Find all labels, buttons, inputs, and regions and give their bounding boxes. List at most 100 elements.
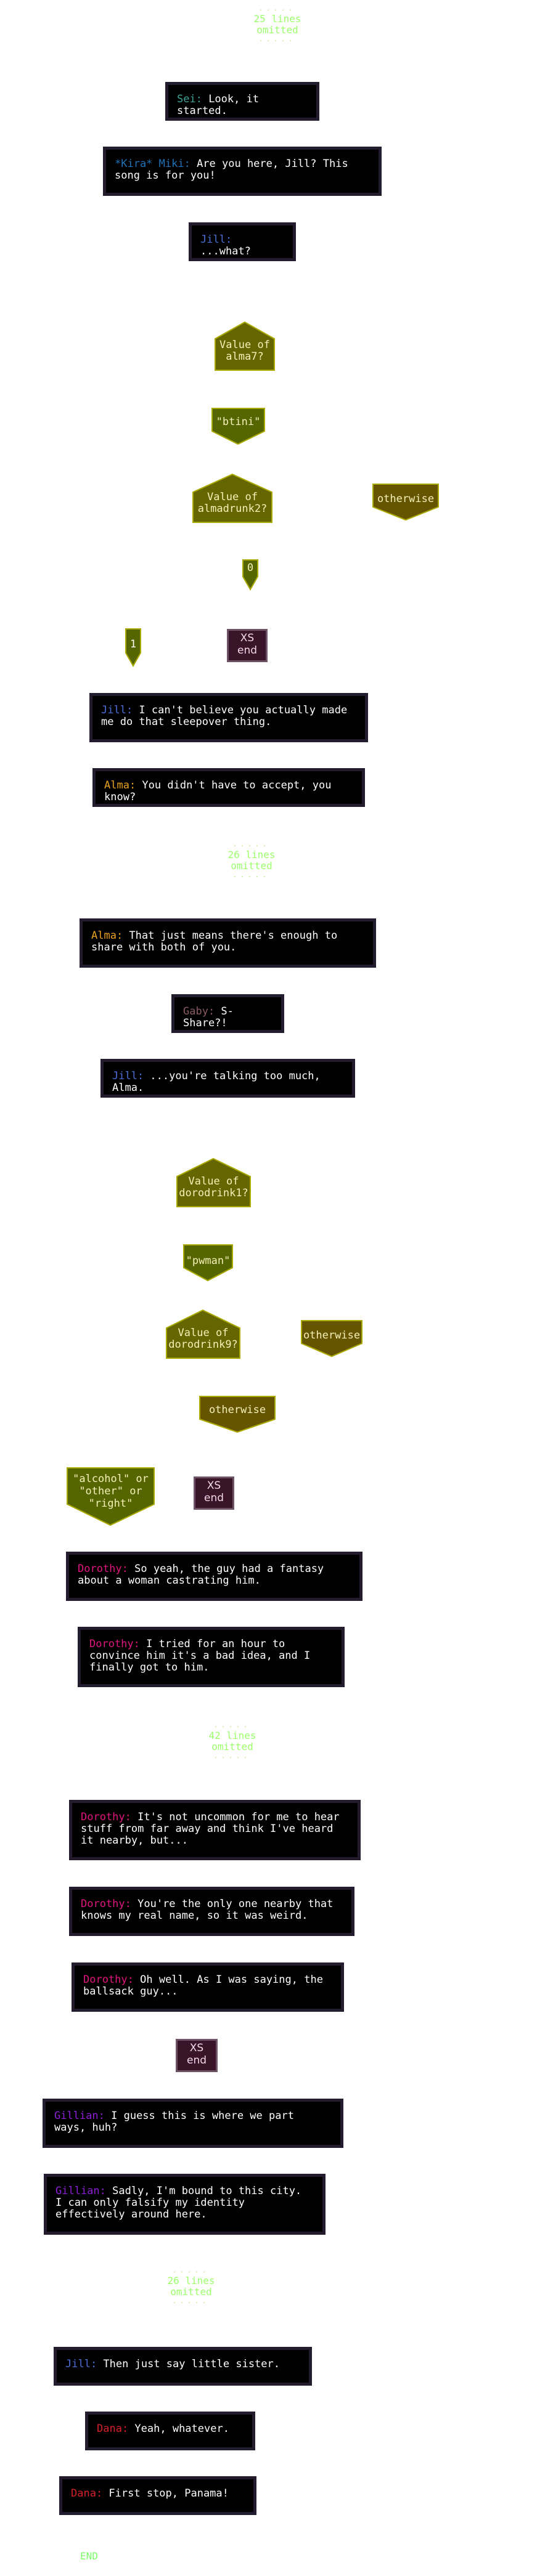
end-label-2: end — [203, 1492, 224, 1504]
dialogue-node[interactable]: Dorothy: It's not uncommon for me to hea… — [69, 1800, 361, 1860]
speaker-name: Jill: — [101, 704, 139, 716]
condition-label-1: Value of — [207, 491, 258, 503]
end-node[interactable]: XS end — [227, 629, 268, 662]
dialogue-node[interactable]: Alma: That just means there's enough to … — [80, 918, 376, 968]
case-label: 0 — [247, 562, 254, 574]
dialogue-node[interactable]: Jill: ...what? — [189, 222, 296, 261]
dots: ..... — [172, 2267, 210, 2274]
condition-shape — [176, 1157, 251, 1207]
speaker-name: Dorothy: — [81, 1898, 138, 1910]
case-label: "alcohol" or — [73, 1473, 149, 1485]
dialogue-node[interactable]: Gaby: S-Share?! — [171, 994, 284, 1033]
case-node[interactable]: 1 — [125, 628, 141, 668]
case-label: "other" or — [79, 1485, 142, 1497]
omitted-label: omitted — [256, 24, 298, 36]
case-shape — [301, 1320, 363, 1358]
dialogue-text: That just means there's enough to share … — [91, 930, 338, 954]
condition-label-2: alma7? — [226, 350, 264, 363]
omitted-lines-marker: ..... 25 lines omitted ..... — [240, 5, 314, 44]
case-node[interactable]: "alcohol" or "other" or "right" — [67, 1467, 155, 1526]
end-label-2: end — [237, 644, 258, 657]
dialogue-text: I guess this is where we part ways, huh? — [54, 2110, 294, 2134]
dialogue-node[interactable]: Dana: First stop, Panama! — [59, 2476, 256, 2515]
dialogue-text: You're the only one nearby that knows my… — [81, 1898, 334, 1922]
case-label: "right" — [88, 1497, 133, 1510]
dialogue-text: Look, it started. — [177, 93, 260, 117]
end-node[interactable]: XS end — [194, 1476, 234, 1510]
dialogue-node[interactable]: Dorothy: So yeah, the guy had a fantasy … — [66, 1552, 363, 1601]
case-shape — [211, 408, 265, 445]
omitted-count: 25 lines — [253, 13, 301, 25]
condition-label-2: dorodrink1? — [179, 1187, 248, 1199]
condition-label-1: Value of — [178, 1327, 229, 1339]
case-label: "pwman" — [186, 1255, 231, 1267]
dialogue-node[interactable]: *Kira* Miki: Are you here, Jill? This so… — [103, 147, 382, 196]
omitted-label: omitted — [170, 2286, 212, 2298]
omitted-count: 42 lines — [208, 1730, 256, 1741]
omitted-label: omitted — [231, 860, 272, 872]
speaker-name: Jill: — [200, 233, 232, 246]
speaker-name: Alma: — [104, 779, 142, 792]
dialogue-node[interactable]: Alma: You didn't have to accept, you kno… — [92, 768, 365, 807]
case-node[interactable]: 0 — [242, 559, 258, 591]
condition-node[interactable]: Value of almadrunk2? — [192, 473, 272, 523]
dialogue-text: Yeah, whatever. — [134, 2423, 229, 2435]
speaker-name: Dorothy: — [89, 1638, 147, 1650]
dots: ..... — [172, 2298, 210, 2305]
dialogue-text: I can't believe you actually made me do … — [101, 704, 348, 728]
case-label: otherwise — [303, 1329, 361, 1342]
end-label-1: XS — [189, 2042, 204, 2054]
omitted-label: omitted — [211, 1741, 253, 1752]
condition-node[interactable]: Value of dorodrink1? — [176, 1157, 251, 1207]
speaker-name: Dorothy: — [81, 1811, 138, 1823]
condition-label-1: Value of — [188, 1175, 239, 1188]
dialogue-node[interactable]: Dana: Yeah, whatever. — [85, 2412, 255, 2450]
dialogue-text: I tried for an hour to convince him it's… — [89, 1638, 311, 1674]
case-label: otherwise — [377, 493, 435, 505]
end-node[interactable]: XS end — [176, 2039, 218, 2072]
case-node-otherwise[interactable]: otherwise — [199, 1396, 276, 1433]
dialogue-node[interactable]: Jill: I can't believe you actually made … — [89, 693, 368, 742]
dialogue-text: You didn't have to accept, you know? — [104, 779, 332, 803]
speaker-name: Sei: — [177, 93, 209, 105]
end-label-2: end — [186, 2054, 207, 2067]
dialogue-text: It's not uncommon for me to hear stuff f… — [81, 1811, 340, 1847]
dialogue-text: Then just say little sister. — [103, 2358, 280, 2370]
dialogue-text: Are you here, Jill? This song is for you… — [115, 158, 348, 182]
dialogue-node[interactable]: Dorothy: Oh well. As I was saying, the b… — [72, 1962, 344, 2012]
condition-label-1: Value of — [219, 339, 270, 351]
condition-label-2: almadrunk2? — [197, 503, 268, 515]
dialogue-node[interactable]: Jill: ...you're talking too much, Alma. — [100, 1059, 355, 1098]
speaker-name: Jill: — [112, 1070, 150, 1082]
dialogue-node[interactable]: Dorothy: I tried for an hour to convince… — [78, 1627, 345, 1687]
dialogue-node[interactable]: Dorothy: You're the only one nearby that… — [69, 1887, 354, 1936]
dialogue-node[interactable]: Gillian: I guess this is where we part w… — [43, 2099, 343, 2148]
case-node-otherwise[interactable]: otherwise — [372, 484, 439, 521]
case-node[interactable]: "pwman" — [183, 1244, 233, 1282]
dialogue-node[interactable]: Jill: Then just say little sister. — [54, 2347, 312, 2386]
omitted-lines-marker: ..... 42 lines omitted ..... — [195, 1722, 269, 1761]
omitted-count: 26 lines — [227, 849, 276, 861]
condition-node[interactable]: Value of alma7? — [215, 321, 275, 371]
case-shape — [183, 1244, 233, 1282]
condition-label-2: dorodrink9? — [168, 1339, 238, 1351]
case-node-otherwise[interactable]: otherwise — [301, 1320, 363, 1358]
case-label: "btini" — [216, 416, 261, 428]
condition-shape — [192, 473, 272, 523]
case-label: otherwise — [208, 1404, 266, 1416]
case-node[interactable]: "btini" — [211, 408, 265, 445]
speaker-name: Gillian: — [55, 2185, 113, 2197]
dialogue-text: Sadly, I'm bound to this city. I can onl… — [55, 2185, 302, 2221]
dialogue-node[interactable]: Gillian: Sadly, I'm bound to this city. … — [44, 2174, 326, 2235]
dialogue-node[interactable]: Sei: Look, it started. — [165, 82, 319, 121]
speaker-name: Gillian: — [54, 2110, 112, 2122]
speaker-name: Dorothy: — [83, 1974, 141, 1986]
speaker-name: Jill: — [65, 2358, 104, 2370]
case-shape — [372, 484, 439, 521]
case-shape — [199, 1396, 276, 1433]
omitted-lines-marker: ..... 26 lines omitted ..... — [215, 841, 289, 880]
speaker-name: Dana: — [97, 2423, 135, 2435]
condition-shape — [215, 321, 275, 371]
condition-node[interactable]: Value of dorodrink9? — [166, 1309, 240, 1359]
dialogue-text: ...you're talking too much, Alma. — [112, 1070, 321, 1094]
